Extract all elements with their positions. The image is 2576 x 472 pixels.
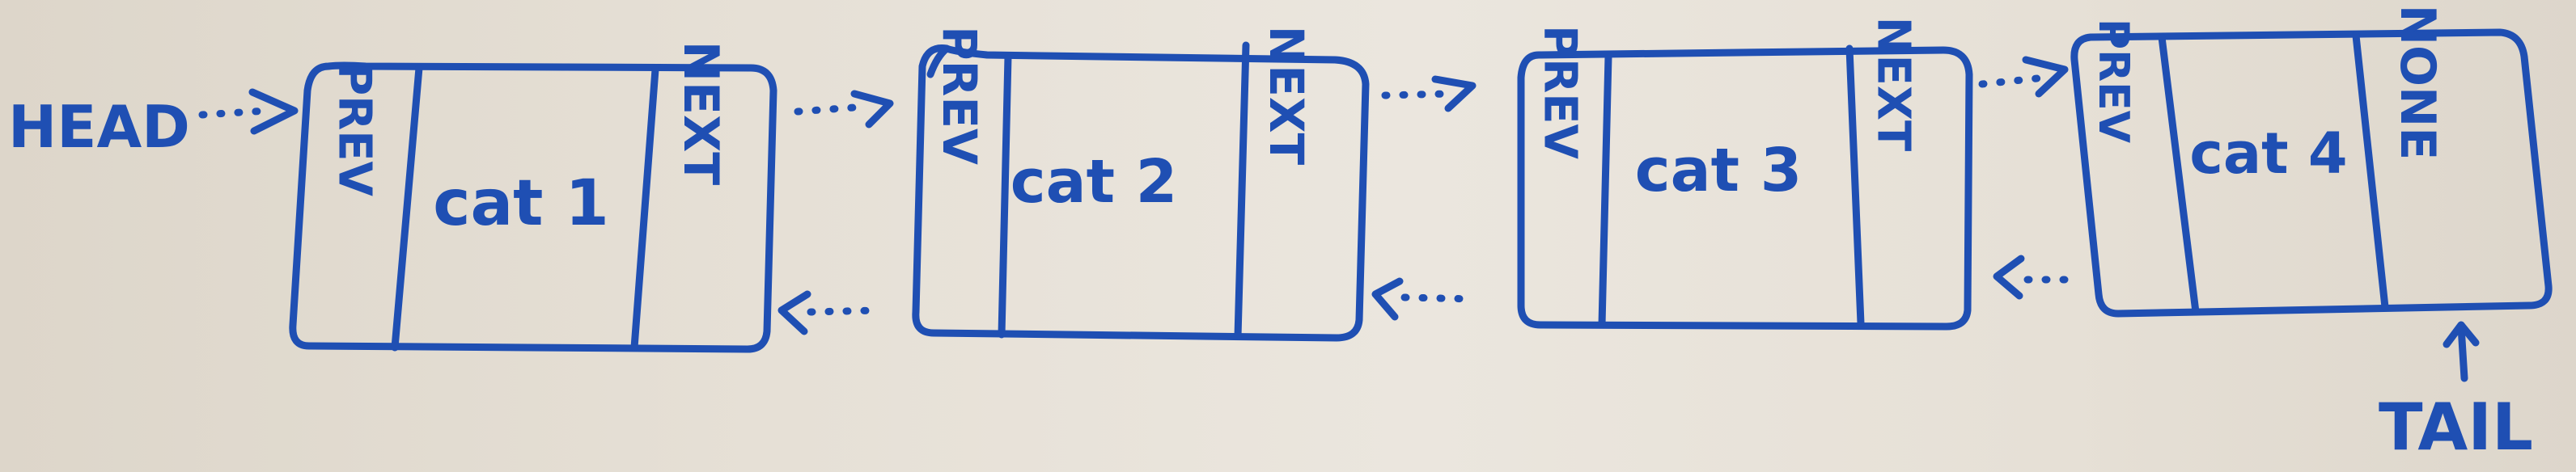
- node-4-divider-left: [2158, 33, 2200, 316]
- node-3: PREV cat 3 NEXT: [1517, 17, 1973, 331]
- node-2-prev-field: PREV: [932, 26, 987, 165]
- node-1-divider-left: [391, 64, 423, 352]
- next-arrow-3-to-4: [1978, 56, 2069, 98]
- prev-arrow-4-to-3: [1993, 255, 2070, 300]
- node-2-divider-right: [1234, 41, 1250, 340]
- node-4: PREV cat 4 NONE: [2070, 5, 2553, 318]
- node-4-value: cat 4: [2189, 120, 2347, 187]
- prev-arrow-2-to-1: [777, 290, 883, 335]
- node-3-value: cat 3: [1635, 136, 1802, 205]
- node-1-prev-field: PREV: [328, 62, 381, 196]
- node-1-value: cat 1: [433, 167, 609, 240]
- next-arrow-1-to-2: [794, 90, 894, 129]
- head-label: HEAD: [8, 93, 190, 161]
- prev-arrow-3-to-2: [1371, 277, 1478, 321]
- node-2-divider-left: [998, 53, 1012, 339]
- head-pointer-arrow: [198, 88, 299, 135]
- node-3-divider-right: [1845, 44, 1865, 327]
- next-arrow-2-to-3: [1381, 75, 1477, 112]
- node-3-next-field: NEXT: [1867, 17, 1920, 152]
- node-3-prev-field: PREV: [1534, 25, 1587, 159]
- node-3-divider-left: [1598, 53, 1612, 329]
- node-2-next-field: NEXT: [1259, 26, 1314, 166]
- node-2: PREV cat 2 NEXT: [912, 26, 1370, 342]
- node-4-prev-field: PREV: [2089, 19, 2137, 143]
- node-4-next-field: NONE: [2389, 5, 2446, 160]
- tail-pointer-arrow: [2443, 321, 2480, 382]
- node-1-next-field: NEXT: [672, 41, 729, 185]
- node-1-divider-right: [630, 65, 659, 352]
- node-1: PREV cat 1 NEXT: [289, 41, 777, 353]
- node-2-value: cat 2: [1010, 147, 1177, 217]
- tail-label: TAIL: [2379, 390, 2533, 465]
- node-4-divider-right: [2352, 32, 2389, 311]
